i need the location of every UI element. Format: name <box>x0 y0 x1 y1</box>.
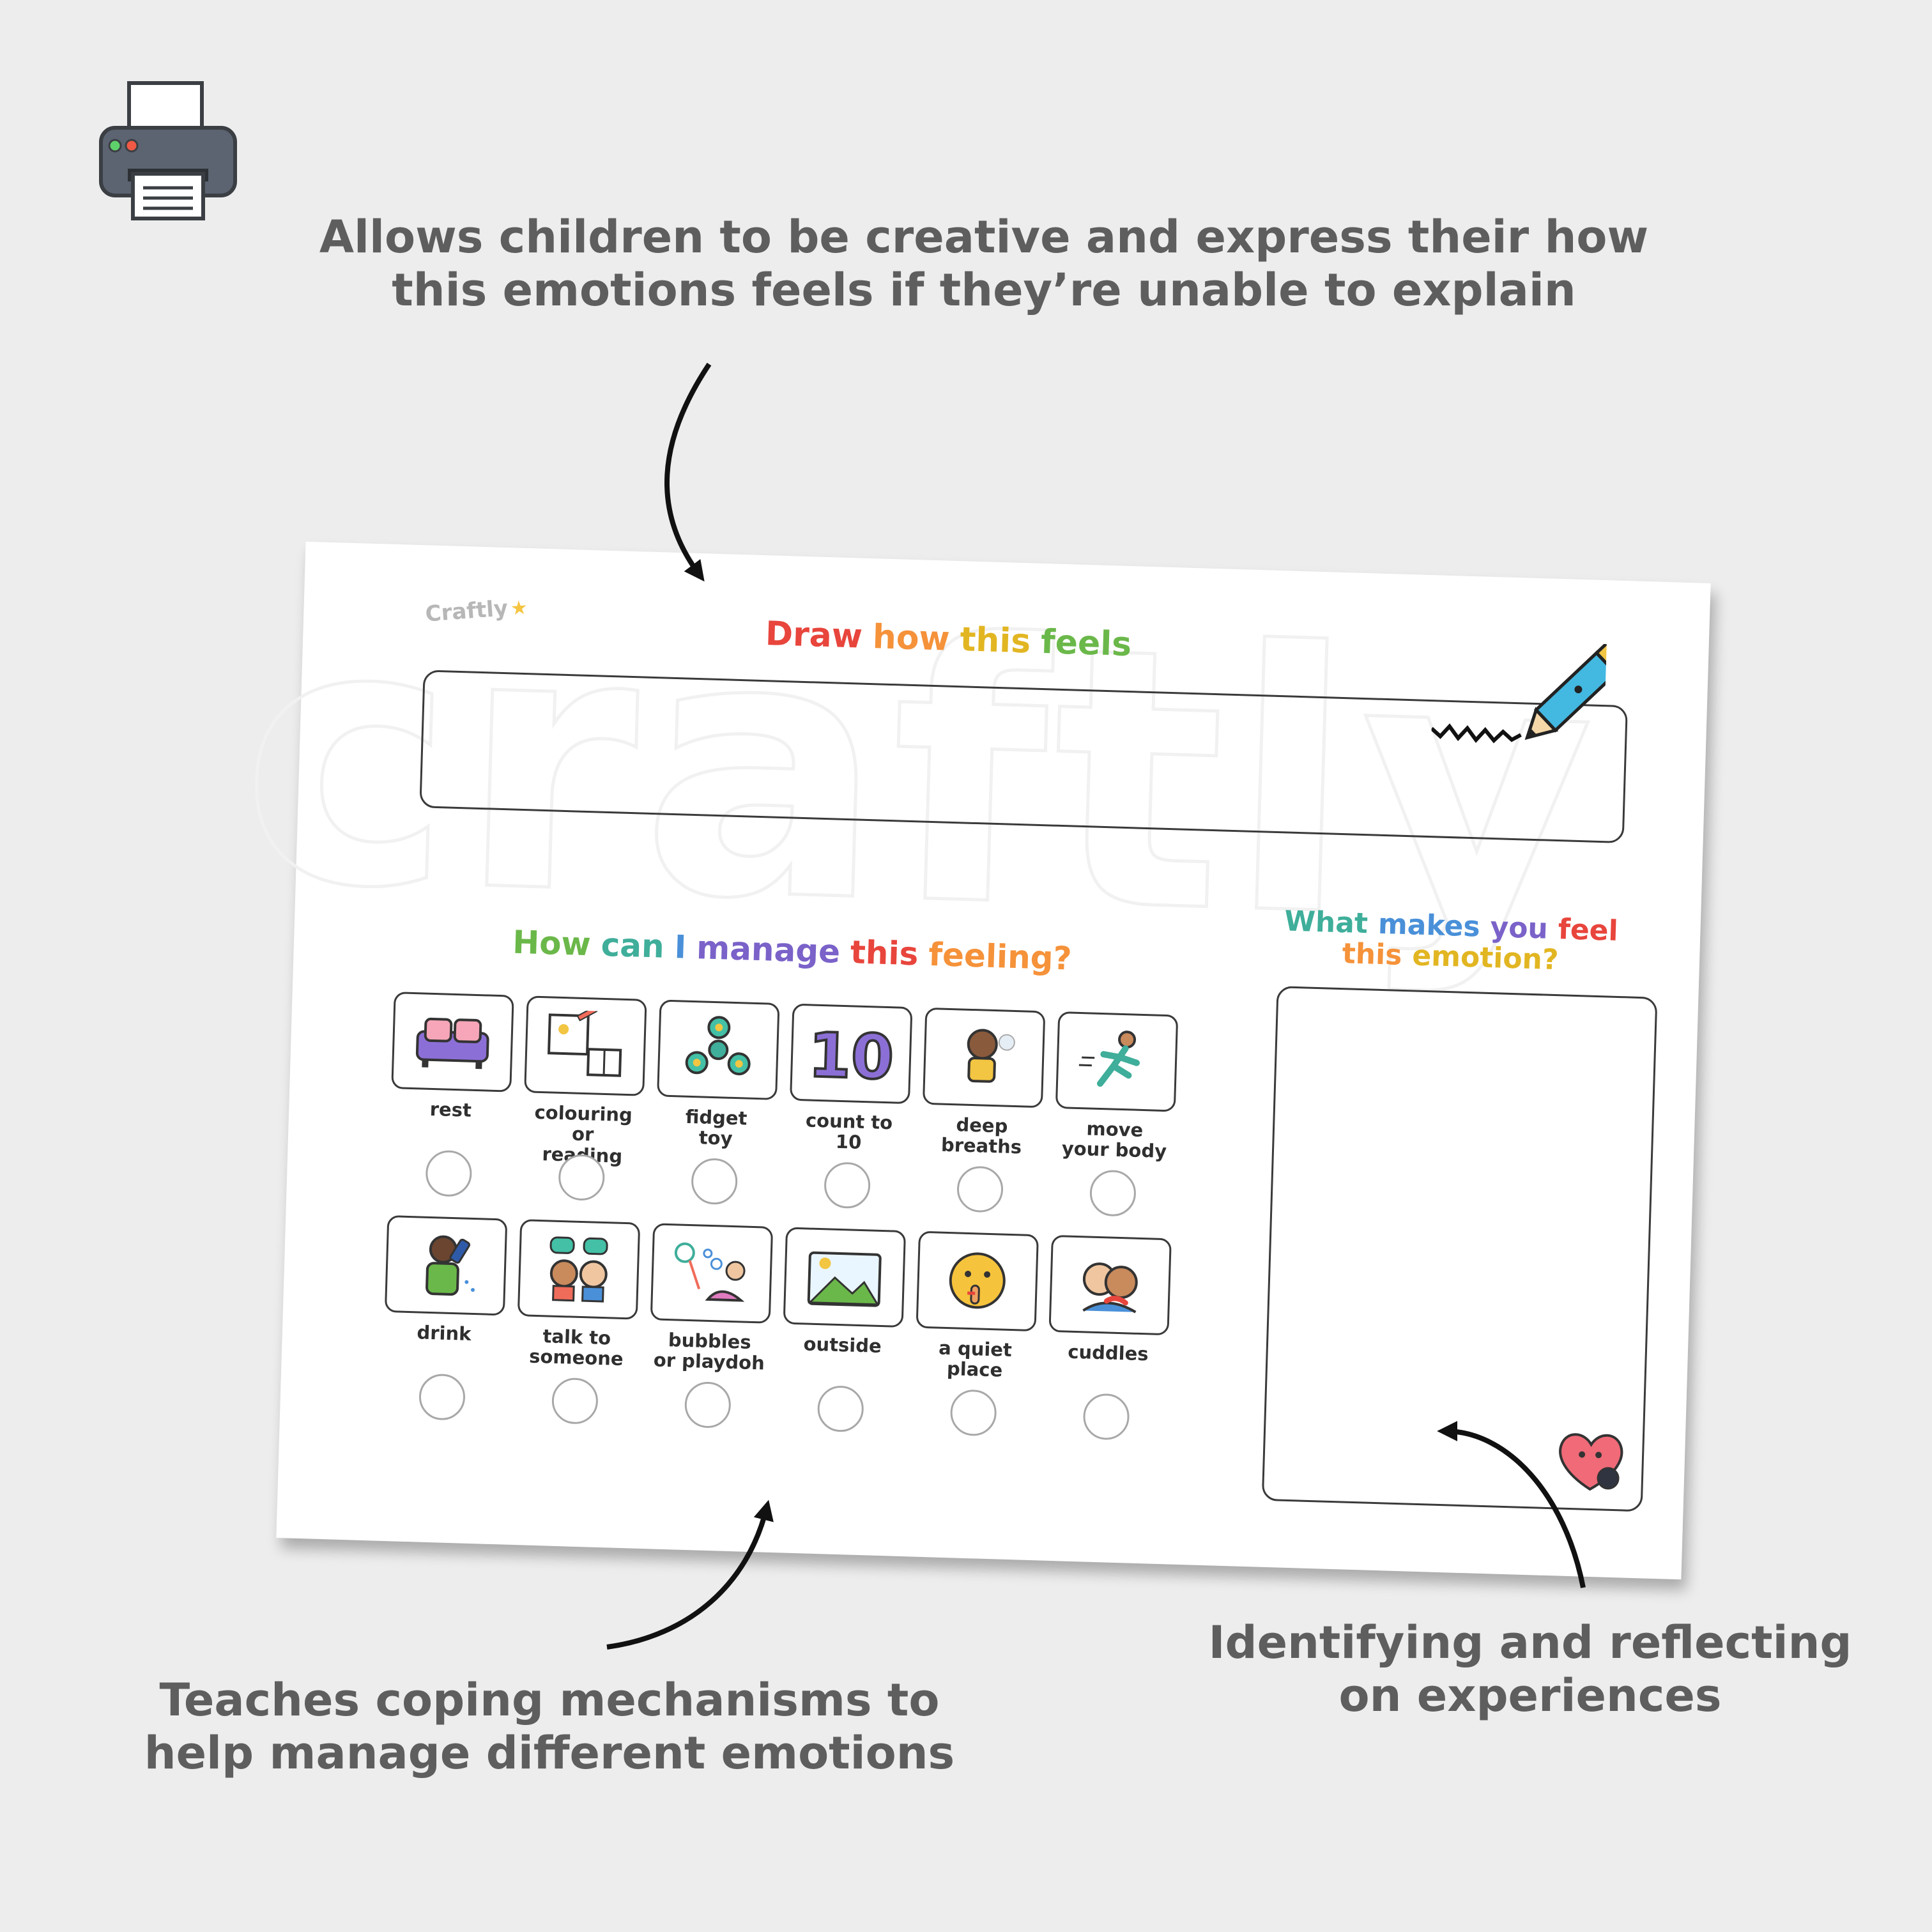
callout-line: on experiences <box>1338 1669 1722 1722</box>
coping-option: bubbles or playdoh <box>648 1223 774 1429</box>
coping-option: talk to someone <box>515 1219 641 1425</box>
coping-option: rest <box>388 992 514 1198</box>
callout-line: Teaches coping mechanisms to <box>159 1674 940 1726</box>
hugging-people-icon <box>1082 1262 1138 1314</box>
coping-icon-card <box>517 1219 641 1320</box>
callout-reflecting: Identifying and reflecting on experience… <box>1163 1616 1897 1722</box>
callout-line: help manage different emotions <box>144 1726 955 1779</box>
heart-character-icon <box>1559 1433 1623 1491</box>
coping-option: a quiet place <box>914 1230 1039 1438</box>
coping-icon-card <box>384 1215 508 1316</box>
svg-text:10: 10 <box>809 1019 894 1090</box>
breathing-girl-icon <box>967 1029 1015 1083</box>
coping-icon-card <box>1055 1011 1179 1112</box>
book-drawing-icon <box>547 1009 622 1077</box>
landscape-icon <box>807 1251 882 1307</box>
coping-option: colouring or reading <box>521 995 647 1202</box>
coping-option: outside <box>781 1227 907 1434</box>
callout-line: Allows children to be creative and expre… <box>319 211 1649 263</box>
printer-icon <box>99 81 237 220</box>
drinking-person-icon <box>425 1235 475 1296</box>
callout-line: this emotions feels if they’re unable to… <box>392 263 1576 316</box>
arrow-top <box>664 362 712 582</box>
coping-icon-card <box>650 1223 774 1324</box>
coping-icon-card <box>391 992 514 1092</box>
arrow-bottom-left <box>606 1499 774 1650</box>
fidget-spinner-icon <box>685 1016 751 1076</box>
quiet-face-icon <box>949 1252 1006 1309</box>
coping-option: fidget toy <box>654 999 780 1206</box>
coping-icon-card <box>916 1230 1039 1332</box>
arrow-bottom-right <box>1437 1421 1586 1588</box>
number-ten-icon: 10 <box>809 1018 894 1090</box>
coping-option: deep breaths <box>920 1007 1046 1214</box>
callout-creativity: Allows children to be creative and expre… <box>268 211 1699 316</box>
bubbles-playdoh-icon <box>674 1242 746 1302</box>
reflection-area[interactable] <box>1261 986 1658 1512</box>
callout-line: Identifying and reflecting <box>1208 1616 1852 1669</box>
sofa-icon <box>415 1017 489 1070</box>
coping-icon-card <box>783 1227 907 1328</box>
callout-coping: Teaches coping mechanisms to help manage… <box>89 1674 1009 1779</box>
coping-option: move your body <box>1053 1011 1179 1218</box>
coping-icon-card <box>1048 1234 1172 1336</box>
coping-icon-card <box>922 1007 1046 1108</box>
running-person-icon <box>1078 1031 1140 1087</box>
coping-icon-card <box>657 999 780 1100</box>
coping-option: cuddles <box>1046 1234 1172 1441</box>
coping-icon-card <box>524 995 647 1096</box>
coping-option: drink <box>382 1215 508 1422</box>
coping-icon-card: 10 <box>790 1003 913 1105</box>
talking-people-icon <box>549 1236 608 1303</box>
